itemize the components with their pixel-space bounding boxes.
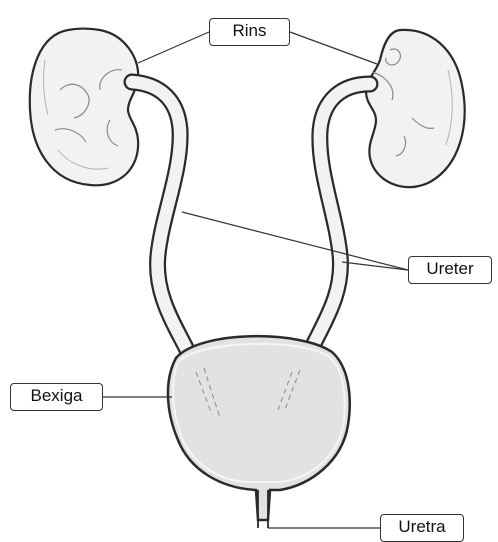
- label-kidneys: Rins: [209, 18, 290, 46]
- left-ureter: [132, 82, 188, 352]
- label-ureter: Ureter: [408, 256, 492, 284]
- right-ureter: [310, 84, 370, 352]
- leader-line-ureter-left: [182, 212, 408, 270]
- left-kidney: [30, 29, 138, 186]
- label-bladder: Bexiga: [10, 383, 103, 411]
- label-urethra: Uretra: [380, 514, 464, 542]
- leader-line-kidneys-right: [290, 32, 377, 64]
- leader-line-kidneys-left: [138, 32, 209, 63]
- right-kidney: [366, 30, 465, 187]
- leader-line-ureter-right: [342, 262, 408, 270]
